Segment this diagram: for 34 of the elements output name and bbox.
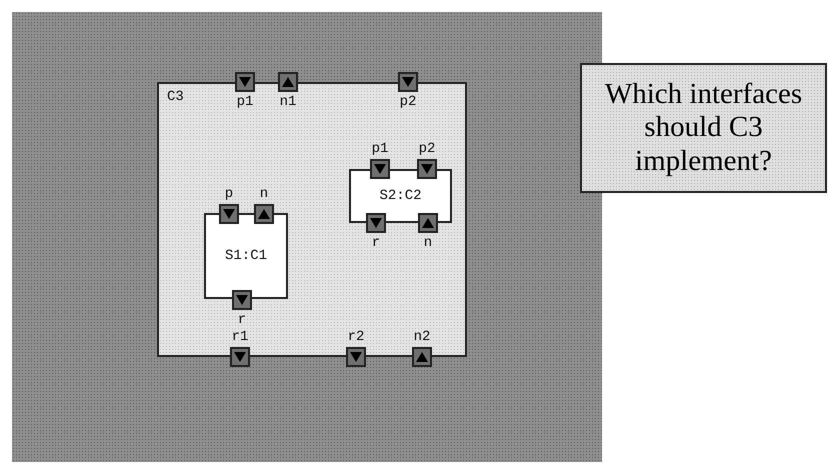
component-box (157, 82, 467, 357)
port-box (235, 72, 255, 92)
port-label: r (238, 313, 246, 327)
port-box (418, 213, 438, 233)
port-box (346, 347, 366, 367)
port-label: r1 (232, 330, 248, 344)
port-box (230, 347, 250, 367)
port-label: n (260, 187, 268, 201)
port-label: p (224, 187, 234, 201)
port-label: n1 (280, 95, 296, 109)
port-label: p2 (418, 142, 436, 156)
port-box (254, 204, 274, 224)
component-name: S2:C2 (379, 188, 422, 204)
port-box (417, 159, 437, 179)
question-text: Which interfaces should C3 implement? (604, 78, 804, 178)
port-box (412, 347, 432, 367)
port-label: n (424, 236, 432, 250)
port-box (366, 213, 386, 233)
port-box (398, 72, 418, 92)
port-label: p1 (236, 95, 254, 109)
component-name: C3 (167, 89, 184, 105)
port-label: p1 (372, 142, 388, 156)
port-label: r (372, 236, 380, 250)
question-box (580, 63, 827, 193)
component-box (204, 213, 288, 299)
component-name: S1:C1 (224, 248, 267, 264)
port-box (370, 159, 390, 179)
port-box (278, 72, 298, 92)
port-label: r2 (348, 330, 364, 344)
port-label: n2 (414, 330, 430, 344)
port-box (219, 204, 239, 224)
port-box (232, 290, 252, 310)
port-label: p2 (400, 95, 416, 109)
background-panel (12, 12, 602, 462)
